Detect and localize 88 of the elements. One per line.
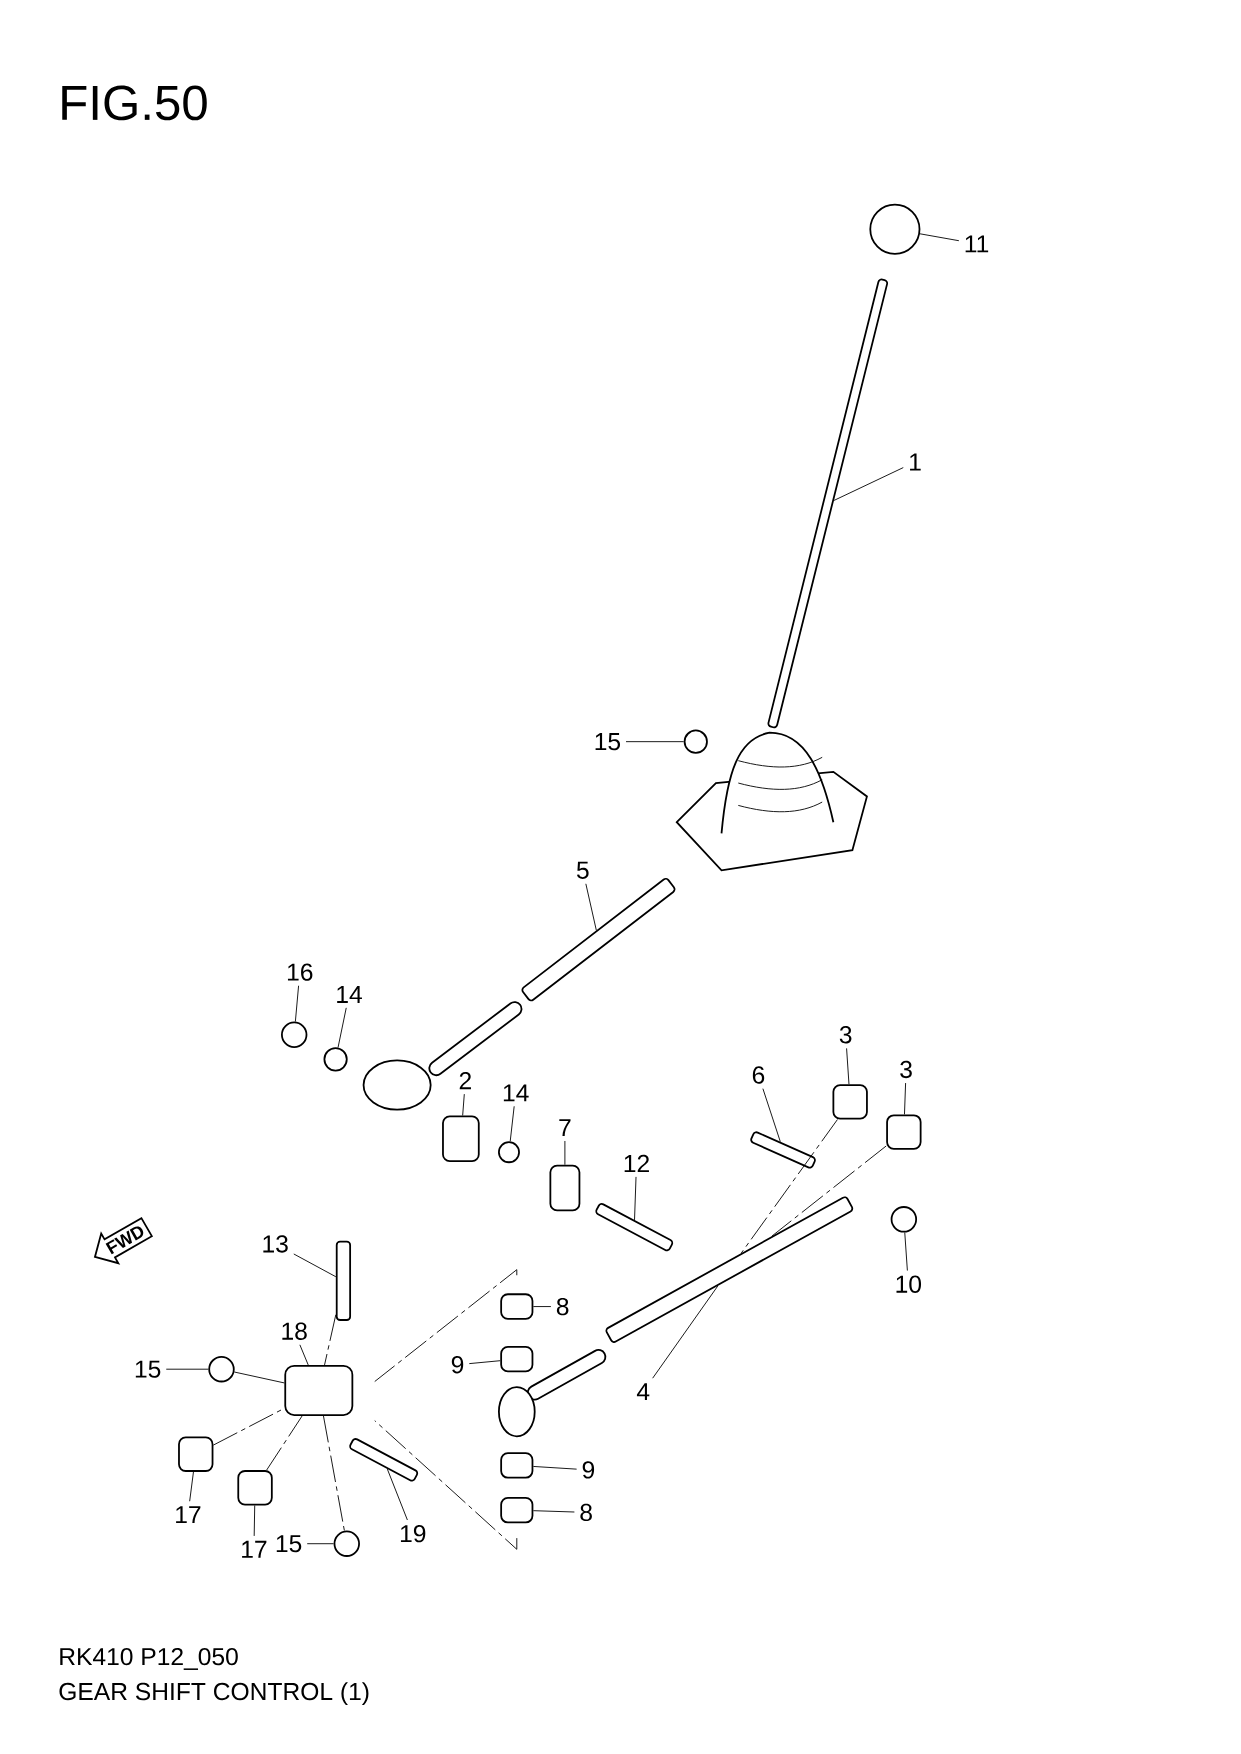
callout-number: 18 bbox=[282, 1322, 307, 1340]
assembly-line bbox=[324, 1314, 337, 1366]
part-drawing bbox=[208, 1356, 235, 1383]
caption-text: GEAR SHIFT CONTROL (1) bbox=[59, 1682, 369, 1706]
leader-line bbox=[585, 883, 597, 931]
part-drawing bbox=[832, 1084, 869, 1120]
part-drawing bbox=[498, 1141, 521, 1164]
part-drawing bbox=[442, 1115, 480, 1163]
part-drawing bbox=[890, 1206, 918, 1233]
callout-number: 9 bbox=[582, 1461, 595, 1479]
part-drawing bbox=[281, 1021, 308, 1048]
callout-number: 12 bbox=[624, 1154, 650, 1172]
callout-number: 11 bbox=[965, 235, 989, 253]
part-drawing bbox=[178, 1436, 214, 1472]
figure-title: FIG.50 bbox=[62, 85, 207, 121]
callout-number: 4 bbox=[637, 1383, 650, 1401]
part-drawing bbox=[333, 1530, 361, 1557]
part-drawing bbox=[500, 1345, 534, 1373]
leader-line bbox=[533, 1510, 576, 1513]
leader-line bbox=[634, 1176, 637, 1221]
assembly-line bbox=[213, 1407, 285, 1446]
leader-line bbox=[293, 1253, 337, 1278]
leader-line bbox=[337, 1007, 347, 1048]
part-drawing bbox=[549, 1164, 581, 1212]
leader-line bbox=[307, 1543, 335, 1545]
leader-line bbox=[919, 233, 960, 242]
assembly-line bbox=[771, 1145, 887, 1237]
assembly-line bbox=[323, 1415, 346, 1532]
leader-line bbox=[234, 1371, 285, 1384]
part-drawing bbox=[886, 1114, 922, 1150]
leader-line bbox=[564, 1140, 566, 1166]
leader-line bbox=[166, 1368, 209, 1370]
part-drawing bbox=[323, 1047, 348, 1072]
part-drawing bbox=[605, 1196, 854, 1343]
callout-number: 8 bbox=[580, 1503, 593, 1522]
leader-line bbox=[904, 1232, 909, 1271]
leader-line bbox=[469, 1360, 501, 1365]
leader-line bbox=[762, 1088, 781, 1143]
part-drawing bbox=[595, 1203, 674, 1252]
part-drawing bbox=[237, 1470, 273, 1506]
callout-number: 16 bbox=[288, 963, 313, 981]
callout-number: 15 bbox=[595, 733, 621, 751]
part-drawing bbox=[767, 278, 889, 729]
callout-number: 3 bbox=[840, 1026, 852, 1044]
leader-line bbox=[833, 467, 904, 501]
callout-number: 14 bbox=[337, 986, 363, 1003]
caption-text: RK410 P12_050 bbox=[60, 1647, 239, 1670]
assembly-line bbox=[266, 1415, 303, 1471]
callout-number: 5 bbox=[577, 861, 589, 879]
callout-number: 17 bbox=[176, 1506, 201, 1524]
callout-number: 14 bbox=[504, 1084, 529, 1102]
leader-line bbox=[387, 1468, 409, 1521]
leader-line bbox=[533, 1466, 578, 1470]
part-drawing bbox=[683, 729, 709, 754]
leader-line bbox=[533, 1306, 552, 1307]
leader-line bbox=[846, 1047, 850, 1085]
callout-number: 10 bbox=[896, 1275, 922, 1293]
part-drawing bbox=[500, 1452, 534, 1479]
callout-number: 6 bbox=[753, 1066, 765, 1084]
leader-line bbox=[904, 1082, 907, 1115]
callout-number: 1 bbox=[910, 453, 921, 471]
part-drawing bbox=[349, 1438, 419, 1482]
callout-number: 13 bbox=[263, 1235, 288, 1253]
part-drawing bbox=[500, 1293, 534, 1320]
leader-line bbox=[189, 1471, 195, 1502]
assembly-line bbox=[741, 1119, 839, 1254]
part-drawing bbox=[500, 1496, 534, 1524]
leader-line bbox=[510, 1105, 515, 1142]
callout-number: 2 bbox=[459, 1072, 472, 1090]
part-drawing bbox=[869, 203, 921, 255]
callout-number: 7 bbox=[559, 1119, 571, 1137]
part-drawing bbox=[750, 1131, 816, 1169]
leader-line bbox=[295, 985, 300, 1023]
callout-number: 17 bbox=[242, 1540, 267, 1558]
callout-number: 19 bbox=[401, 1524, 426, 1543]
callout-number: 9 bbox=[452, 1356, 464, 1374]
part-drawing bbox=[521, 877, 676, 1002]
part-drawing bbox=[336, 1240, 352, 1321]
callout-number: 15 bbox=[136, 1360, 161, 1378]
callout-number: 8 bbox=[557, 1297, 569, 1316]
callout-number: 3 bbox=[900, 1060, 913, 1079]
leader-line bbox=[625, 741, 685, 743]
leader-line bbox=[299, 1344, 309, 1366]
part-drawing bbox=[284, 1364, 354, 1416]
callout-number: 15 bbox=[277, 1535, 302, 1553]
leader-line bbox=[462, 1093, 465, 1116]
leader-line bbox=[652, 1285, 719, 1379]
leader-line bbox=[253, 1505, 256, 1537]
